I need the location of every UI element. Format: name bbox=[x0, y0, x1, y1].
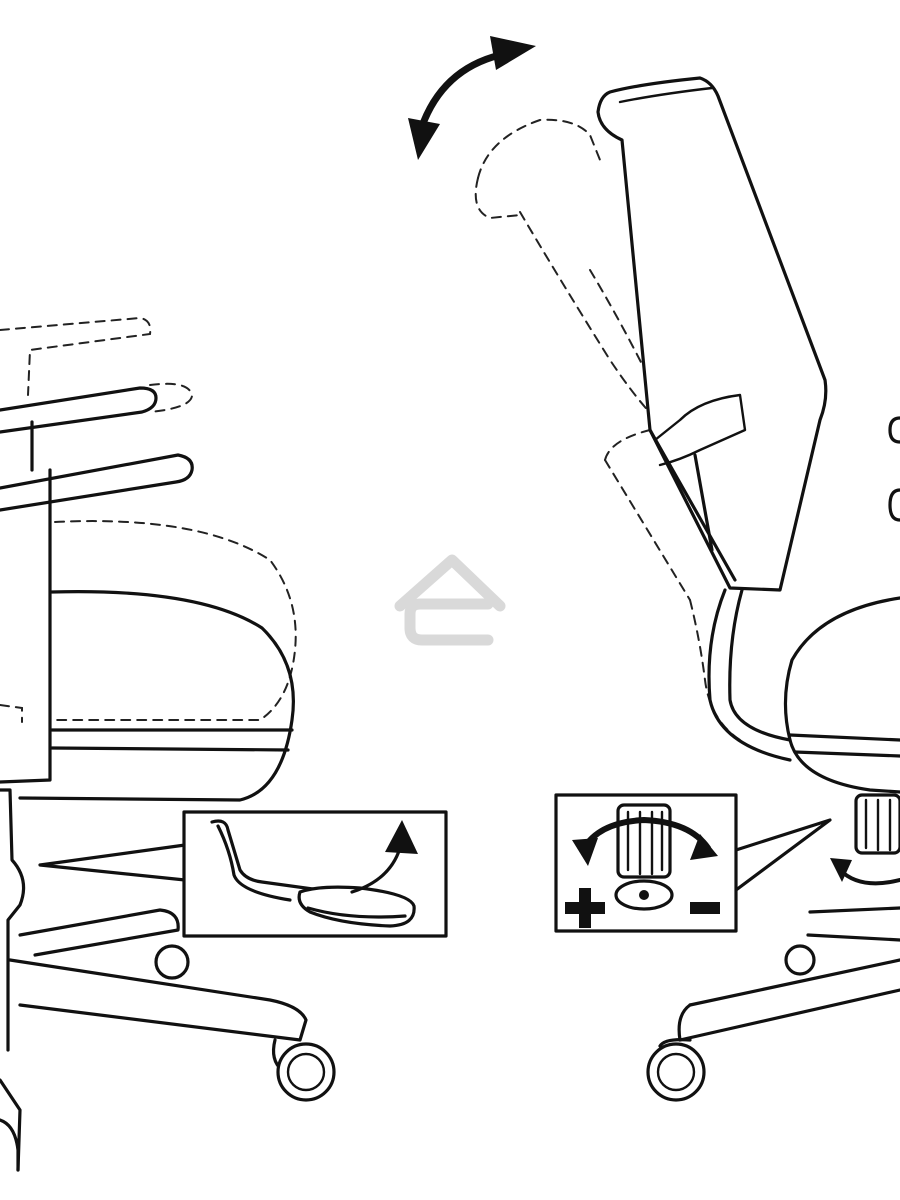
rotate-knob-icon bbox=[565, 803, 720, 928]
armrest-edge-right bbox=[888, 416, 900, 522]
curved-double-arrow-icon bbox=[408, 36, 536, 160]
armrest-lower bbox=[0, 453, 194, 512]
backrest bbox=[596, 76, 828, 592]
lever-lift-arrow-icon bbox=[210, 819, 418, 928]
seat-cushion-right bbox=[783, 596, 900, 794]
left-chair bbox=[0, 316, 336, 1172]
caster-front bbox=[271, 1038, 336, 1102]
armrest-post bbox=[0, 420, 52, 784]
armrest-raised-ghost bbox=[0, 316, 297, 723]
right-chair bbox=[408, 36, 900, 1102]
house-logo-icon bbox=[394, 554, 506, 646]
caster-right-back bbox=[784, 944, 816, 976]
chair-base-right bbox=[677, 906, 900, 1042]
seat-cushion bbox=[18, 590, 295, 802]
increase-symbol bbox=[565, 888, 605, 928]
armrest-upper bbox=[0, 386, 158, 434]
knob-callout bbox=[554, 793, 832, 933]
caster-left-edge bbox=[0, 1118, 20, 1172]
height-knob bbox=[830, 793, 900, 886]
lever-callout bbox=[38, 810, 448, 938]
caster-right-front bbox=[646, 1038, 706, 1102]
chair-base bbox=[0, 908, 308, 1172]
back-support-bar bbox=[707, 588, 792, 762]
gas-column bbox=[0, 788, 26, 1052]
decrease-symbol bbox=[690, 902, 720, 914]
caster-back bbox=[154, 944, 190, 980]
